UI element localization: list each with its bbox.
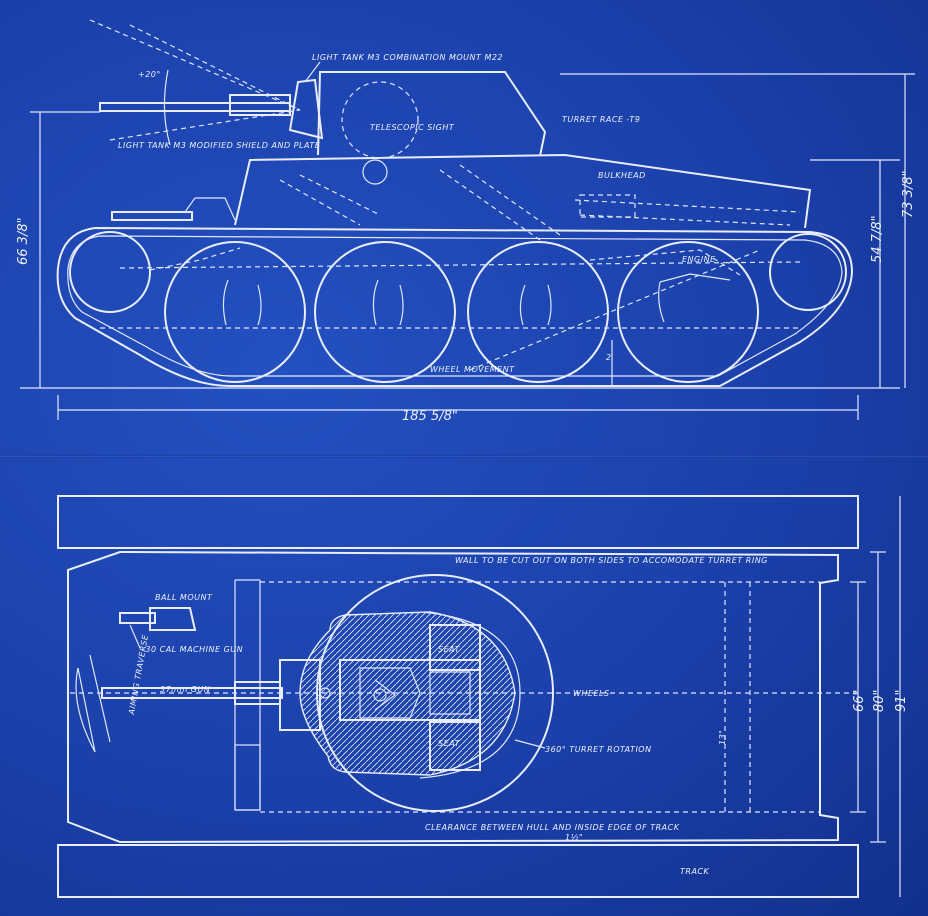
label-wheels: WHEELS	[573, 689, 610, 698]
side-view: LIGHT TANK M3 COMBINATION MOUNT M22 +20°…	[16, 19, 916, 424]
label-machine-gun: -30 CAL MACHINE GUN	[142, 645, 243, 654]
label-seat-left: SEAT	[438, 645, 461, 654]
seat-right	[429, 721, 481, 771]
plan-hull	[67, 550, 839, 844]
label-combination-mount: LIGHT TANK M3 COMBINATION MOUNT M22	[312, 53, 503, 62]
label-traverse: AIMING TRAVERSE	[127, 633, 150, 716]
plan-dimensions: 66" 80" 91"	[850, 496, 909, 897]
label-main-gun: 37mm GUN	[160, 685, 210, 694]
road-wheels	[69, 231, 847, 383]
dim-height-left: 66 3/8"	[16, 217, 31, 265]
dim-height-mid: 54 7/8"	[870, 215, 885, 263]
dim-width-inner: 66"	[852, 689, 867, 712]
label-wheel-movement: WHEEL MOVEMENT	[430, 365, 515, 374]
label-wall-note: WALL TO BE CUT OUT ON BOTH SIDES TO ACCO…	[455, 556, 768, 565]
gun-breech-area	[339, 659, 481, 721]
label-telescopic-sight: TELESCOPIC SIGHT	[370, 123, 455, 132]
side-track-outline	[56, 226, 854, 387]
drive-sprocket	[769, 233, 847, 311]
road-wheel	[617, 241, 759, 383]
hull-machine-gun	[111, 211, 193, 221]
label-inner-dim: 13"	[718, 730, 727, 745]
seat-left	[429, 624, 481, 671]
label-seat-right: SEAT	[438, 739, 461, 748]
ball-mount	[149, 607, 197, 631]
side-dimensions: 66 3/8" 185 5/8" 73 3/8" 54 7/8"	[16, 73, 916, 424]
label-track: TRACK	[680, 867, 710, 876]
side-turret	[317, 71, 547, 157]
paper-fold	[0, 455, 928, 458]
plan-track-bottom	[57, 844, 859, 898]
gun-recoil-sleeve	[229, 94, 291, 116]
idler-wheel	[69, 231, 151, 313]
dim-overall-length: 185 5/8"	[402, 409, 458, 424]
label-ball-mount: BALL MOUNT	[155, 593, 213, 602]
main-gun-barrel	[99, 102, 291, 112]
side-hull	[234, 153, 812, 229]
label-bulkhead: BULKHEAD	[598, 171, 646, 180]
road-wheel	[164, 241, 306, 383]
gun-mantlet	[288, 78, 324, 140]
side-track-inner	[67, 235, 843, 377]
road-wheel	[467, 241, 609, 383]
label-turret-rotation: 360° TURRET ROTATION	[545, 745, 652, 754]
label-shield: LIGHT TANK M3 MODIFIED SHIELD AND PLATE	[118, 141, 321, 150]
road-wheel	[314, 241, 456, 383]
label-turret-race: TURRET RACE -T9	[562, 115, 640, 124]
dim-height-right: 73 3/8"	[901, 170, 916, 218]
label-elevation: +20°	[138, 70, 161, 79]
plan-machine-gun	[119, 612, 156, 624]
plan-view: BALL MOUNT -30 CAL MACHINE GUN 37mm GUN …	[57, 495, 909, 898]
label-wheel-travel: 2	[606, 353, 612, 362]
dim-width-mid: 80"	[872, 689, 887, 712]
dim-width-outer: 91"	[894, 689, 909, 712]
label-engine: ENGINE	[682, 255, 716, 264]
label-clearance: CLEARANCE BETWEEN HULL AND INSIDE EDGE O…	[425, 823, 680, 832]
label-clearance-value: 1½"	[565, 833, 583, 842]
plan-track-top	[57, 495, 859, 549]
